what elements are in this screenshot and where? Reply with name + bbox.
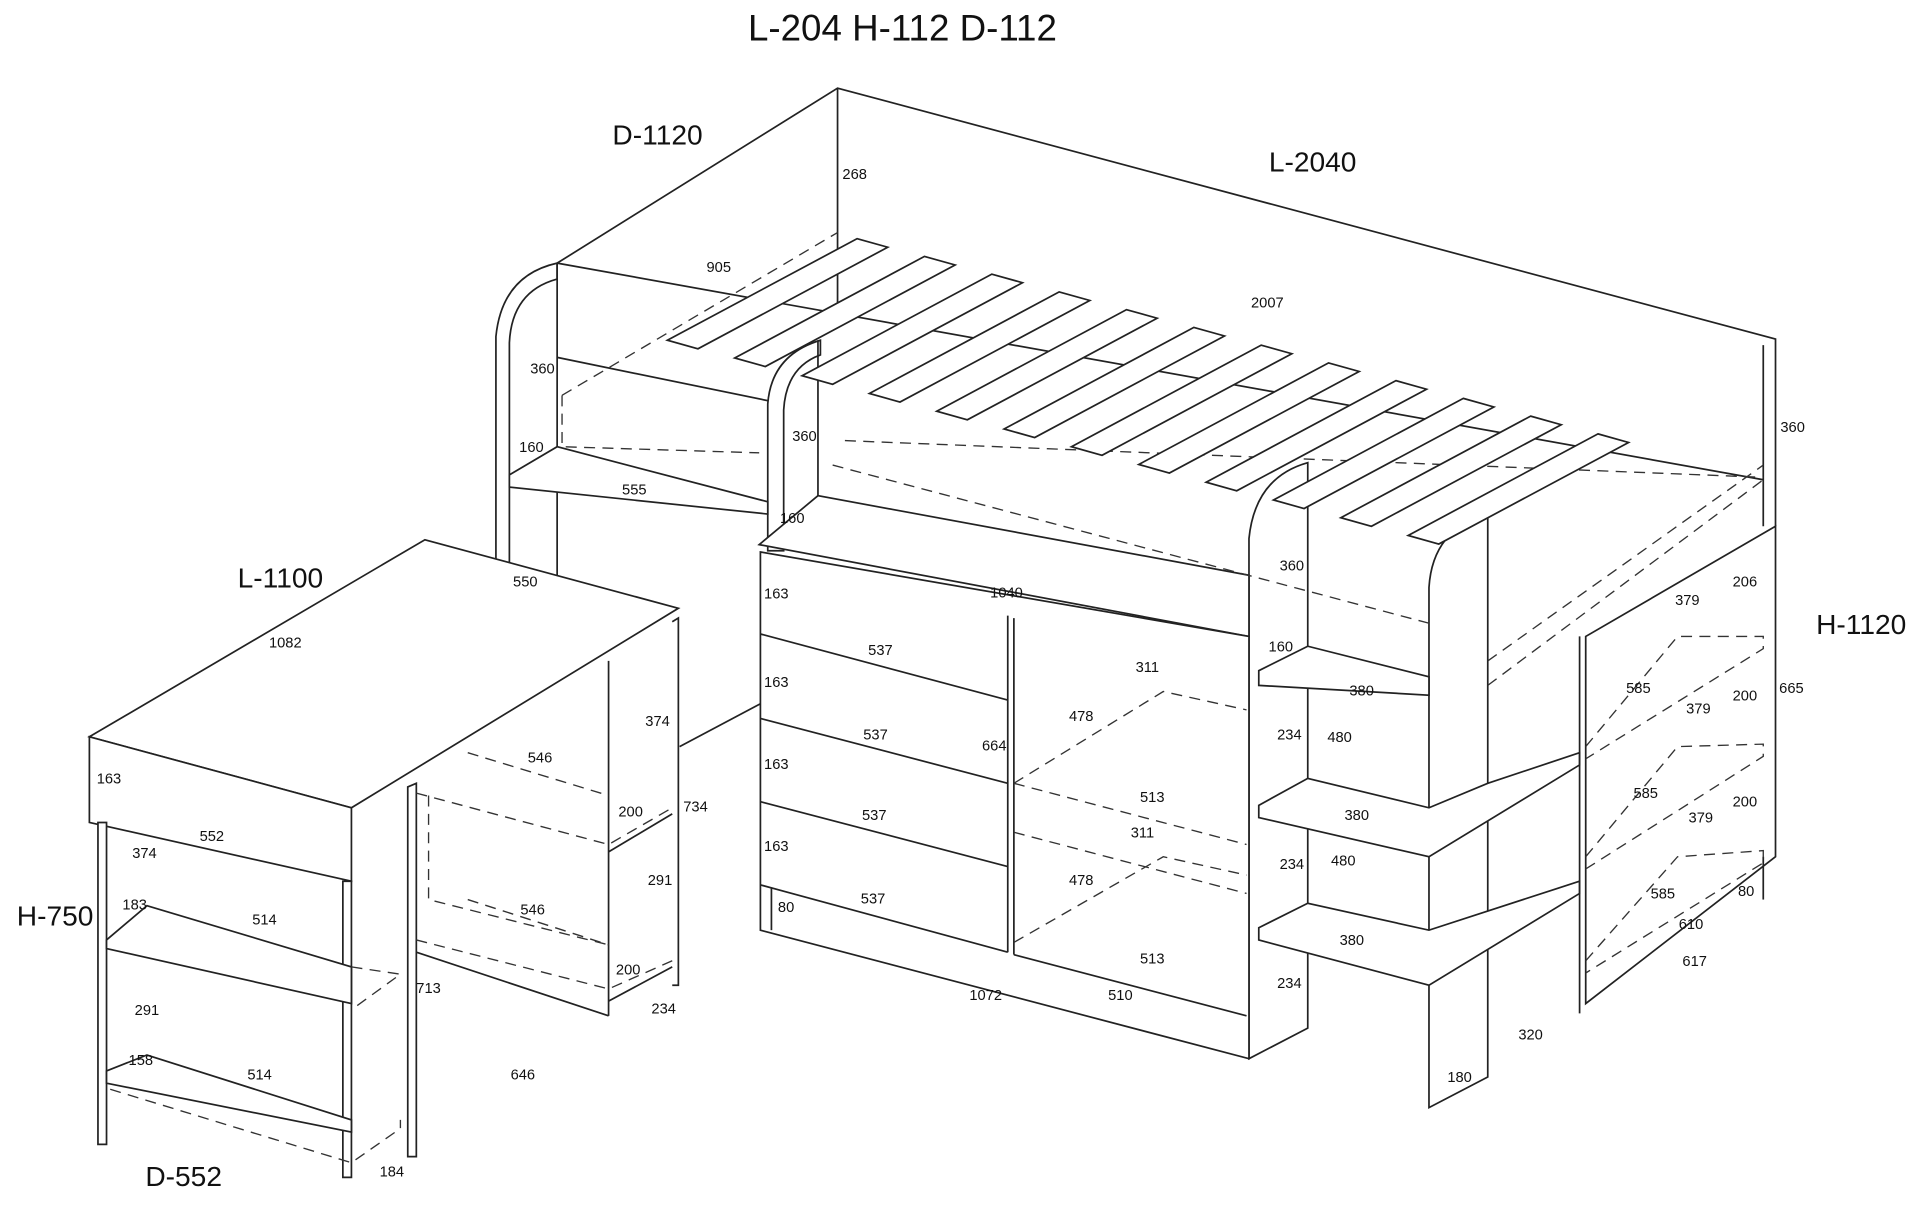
dimension-label: 234 [1280,857,1305,873]
dimension-label: 360 [1280,559,1305,575]
dimension-label: 268 [842,167,867,183]
dimension-label: 291 [135,1003,160,1019]
dimension-label: 160 [1269,639,1294,655]
drawing-title: L-204 H-112 D-112 [748,7,1057,48]
dimension-label: 380 [1349,683,1374,699]
dimension-label: 513 [1140,790,1165,806]
dimension-label: 234 [1277,976,1302,992]
dimension-label: 2007 [1251,295,1284,311]
dimension-label: 537 [861,891,886,907]
dimension-label: 510 [1108,988,1133,1004]
dimension-label: 513 [1140,951,1165,967]
dimension-label: 664 [982,738,1007,754]
bed-slat [1001,326,1227,439]
dimension-label: 380 [1340,933,1365,949]
dimension-label: 163 [764,675,789,691]
dimension-label: 546 [528,751,553,767]
dimension-label: 734 [683,800,708,816]
bed-slat [1069,344,1295,457]
dimension-label: 163 [764,839,789,855]
bed-slat [1405,432,1631,545]
bed-slat [934,308,1160,421]
bed-slat [1271,397,1497,510]
dimension-label: 514 [252,912,277,928]
dimension-label: 163 [764,757,789,773]
dimension-label: 311 [1136,660,1159,676]
dimension-label: 374 [645,714,670,730]
dimension-label: 646 [511,1068,536,1084]
dimension-label: 537 [863,727,888,743]
dimension-label: 184 [380,1164,405,1180]
dimension-label: 665 [1779,681,1804,697]
dimension-label: 200 [1733,688,1758,704]
dimension-label: 163 [97,772,122,788]
dimension-label: 585 [1633,786,1658,802]
overall-dimension-label: H-750 [17,900,94,931]
dimension-label: 478 [1069,709,1094,725]
overall-dimension-label: L-1100 [238,563,324,594]
dimension-label: 160 [519,440,544,456]
dimension-label: 610 [1679,917,1704,933]
dimension-label: 905 [707,260,732,276]
dimension-label: 374 [132,846,157,862]
dimension-label: 160 [780,511,805,527]
dimension-label: 200 [1733,795,1758,811]
dimension-label: 1072 [969,988,1002,1004]
bed-slat [867,290,1093,403]
dimension-label: 200 [618,805,643,821]
dimension-label: 206 [1733,574,1758,590]
dimension-label: 180 [1447,1070,1472,1086]
dimension-label: 311 [1131,825,1154,841]
bed-slat [799,273,1025,386]
overall-dimension-label: D-552 [145,1161,222,1192]
dimension-label: 550 [513,574,538,590]
dimension-label: 158 [129,1053,154,1069]
dimension-label: 234 [651,1002,676,1018]
dimension-label: 80 [778,900,794,916]
dimension-label: 1082 [269,636,302,652]
dimension-label: 478 [1069,873,1094,889]
dimension-label: 537 [868,643,893,659]
dimension-label: 480 [1331,854,1356,870]
bed-slat [1203,379,1429,492]
bed-slats [665,237,1631,545]
dimension-label: 617 [1682,954,1707,970]
dimension-label: 379 [1689,811,1714,827]
dimension-label: 380 [1344,808,1369,824]
dimension-label: 234 [1277,727,1302,743]
dimension-label: 1040 [990,585,1023,601]
dimension-label: 585 [1626,681,1651,697]
dimension-label: 713 [416,981,441,997]
dimension-label: 320 [1518,1027,1543,1043]
dimension-label: 360 [1780,420,1805,436]
dimension-label: 200 [616,962,641,978]
dimension-label: 379 [1686,702,1711,718]
bed-slat [665,237,891,350]
dimension-label: 379 [1675,593,1700,609]
dimension-label: 360 [530,361,555,377]
overall-dimension-label: D-1120 [612,120,702,151]
dimension-label: 80 [1738,884,1754,900]
dimension-label: 555 [622,483,647,499]
dimension-label: 480 [1327,730,1352,746]
bed-outline [87,87,1777,1179]
overall-dimension-label: H-1120 [1816,609,1906,640]
dimension-label: 360 [792,429,817,445]
dimension-label: 163 [764,587,789,603]
bed-slat [1338,415,1564,528]
overall-dimension-label: L-2040 [1269,146,1357,177]
bed-slat [732,255,958,368]
dimension-label: 537 [862,808,887,824]
dimension-label: 183 [122,898,147,914]
dimension-label: 291 [648,873,673,889]
dimension-label: 546 [520,902,545,918]
bed-slat [1136,361,1362,474]
dimension-label: 552 [200,829,225,845]
dimension-label: 585 [1651,887,1676,903]
dimension-label: 514 [247,1068,272,1084]
